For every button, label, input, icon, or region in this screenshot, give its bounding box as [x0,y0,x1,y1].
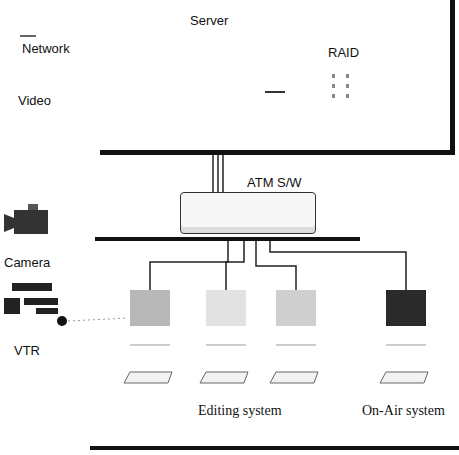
camera-icon [4,204,48,234]
floor-line [90,446,459,450]
bus-line [95,237,360,241]
vtr-link [68,318,128,321]
server-region: Server [100,0,455,155]
system-label: On-Air system [362,403,445,418]
node-title: ATM S/W [247,176,302,190]
video-mark [265,91,285,93]
node-title: Server [190,14,228,28]
device-label: Camera [4,256,50,270]
workstations [124,290,428,383]
part-label: Video [18,94,51,108]
network-mark [20,35,36,37]
triple-link [213,155,223,192]
wires [150,241,406,290]
part-label: Network [22,42,70,56]
vtr-icon [4,283,67,326]
atm-switch: ATM S/W [180,192,316,234]
system-label: Editing system [198,403,282,418]
raid-disks [332,74,349,98]
device-label: VTR [14,344,40,358]
part-label: RAID [328,46,359,60]
